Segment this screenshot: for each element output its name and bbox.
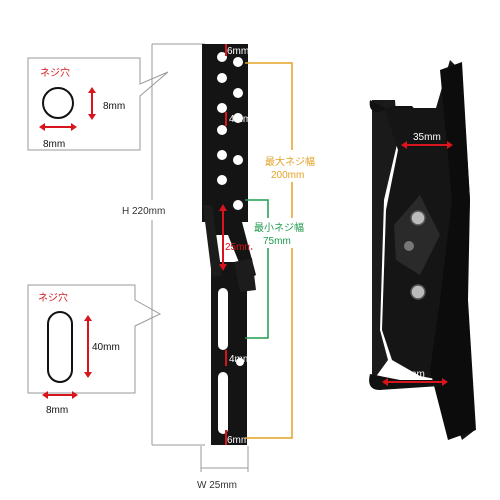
bottom-offset-label: 6mm bbox=[227, 435, 249, 446]
slot-hole-height-label: 40mm bbox=[92, 342, 120, 353]
height-dimension: H 220mm bbox=[122, 43, 205, 446]
round-hole-title: ネジ穴 bbox=[40, 66, 70, 79]
arm-round-holes bbox=[217, 52, 243, 210]
height-label: H 220mm bbox=[122, 206, 165, 217]
round-hole-shape bbox=[42, 87, 74, 119]
min-pitch-title: 最小ネジ幅 bbox=[254, 221, 304, 234]
side-view-bracket bbox=[369, 60, 476, 440]
hook-width-top-label: 35mm bbox=[413, 132, 441, 143]
slot-hole-callout: ネジ穴 40mm 8mm bbox=[27, 284, 162, 416]
round-hole-callout: ネジ穴 8mm 8mm bbox=[27, 57, 169, 151]
min-pitch-value: 75mm bbox=[263, 236, 291, 247]
hook-width-bottom-label: 45mm bbox=[397, 369, 425, 380]
vertical-arm bbox=[202, 44, 256, 445]
round-hole-height-label: 8mm bbox=[103, 101, 125, 112]
arm-measurements: 6mm 4mm 25mm 4mm 6mm bbox=[219, 44, 253, 446]
slot-hole-title: ネジ穴 bbox=[38, 291, 68, 304]
min-pitch-dimension: 最小ネジ幅 75mm bbox=[245, 199, 312, 339]
slot-gap-label: 4mm bbox=[229, 354, 251, 365]
max-pitch-value: 200mm bbox=[271, 170, 304, 181]
arm-slot-holes bbox=[218, 288, 244, 434]
width-label: W 25mm bbox=[197, 480, 237, 491]
round-hole-width-label: 8mm bbox=[43, 139, 65, 150]
pitch-label: 25mm bbox=[225, 242, 253, 253]
slot-hole-width-label: 8mm bbox=[46, 405, 68, 416]
width-dimension: W 25mm bbox=[197, 446, 249, 491]
hook-width-bottom-dimension: 45mm bbox=[382, 369, 448, 386]
max-pitch-title: 最大ネジ幅 bbox=[265, 155, 315, 168]
hook-width-top-dimension: 35mm bbox=[401, 132, 453, 149]
hole-gap-label: 4mm bbox=[229, 114, 251, 125]
slot-hole-shape bbox=[47, 311, 73, 383]
top-offset-label: 6mm bbox=[227, 46, 249, 57]
max-pitch-dimension: 最大ネジ幅 200mm bbox=[245, 62, 322, 439]
